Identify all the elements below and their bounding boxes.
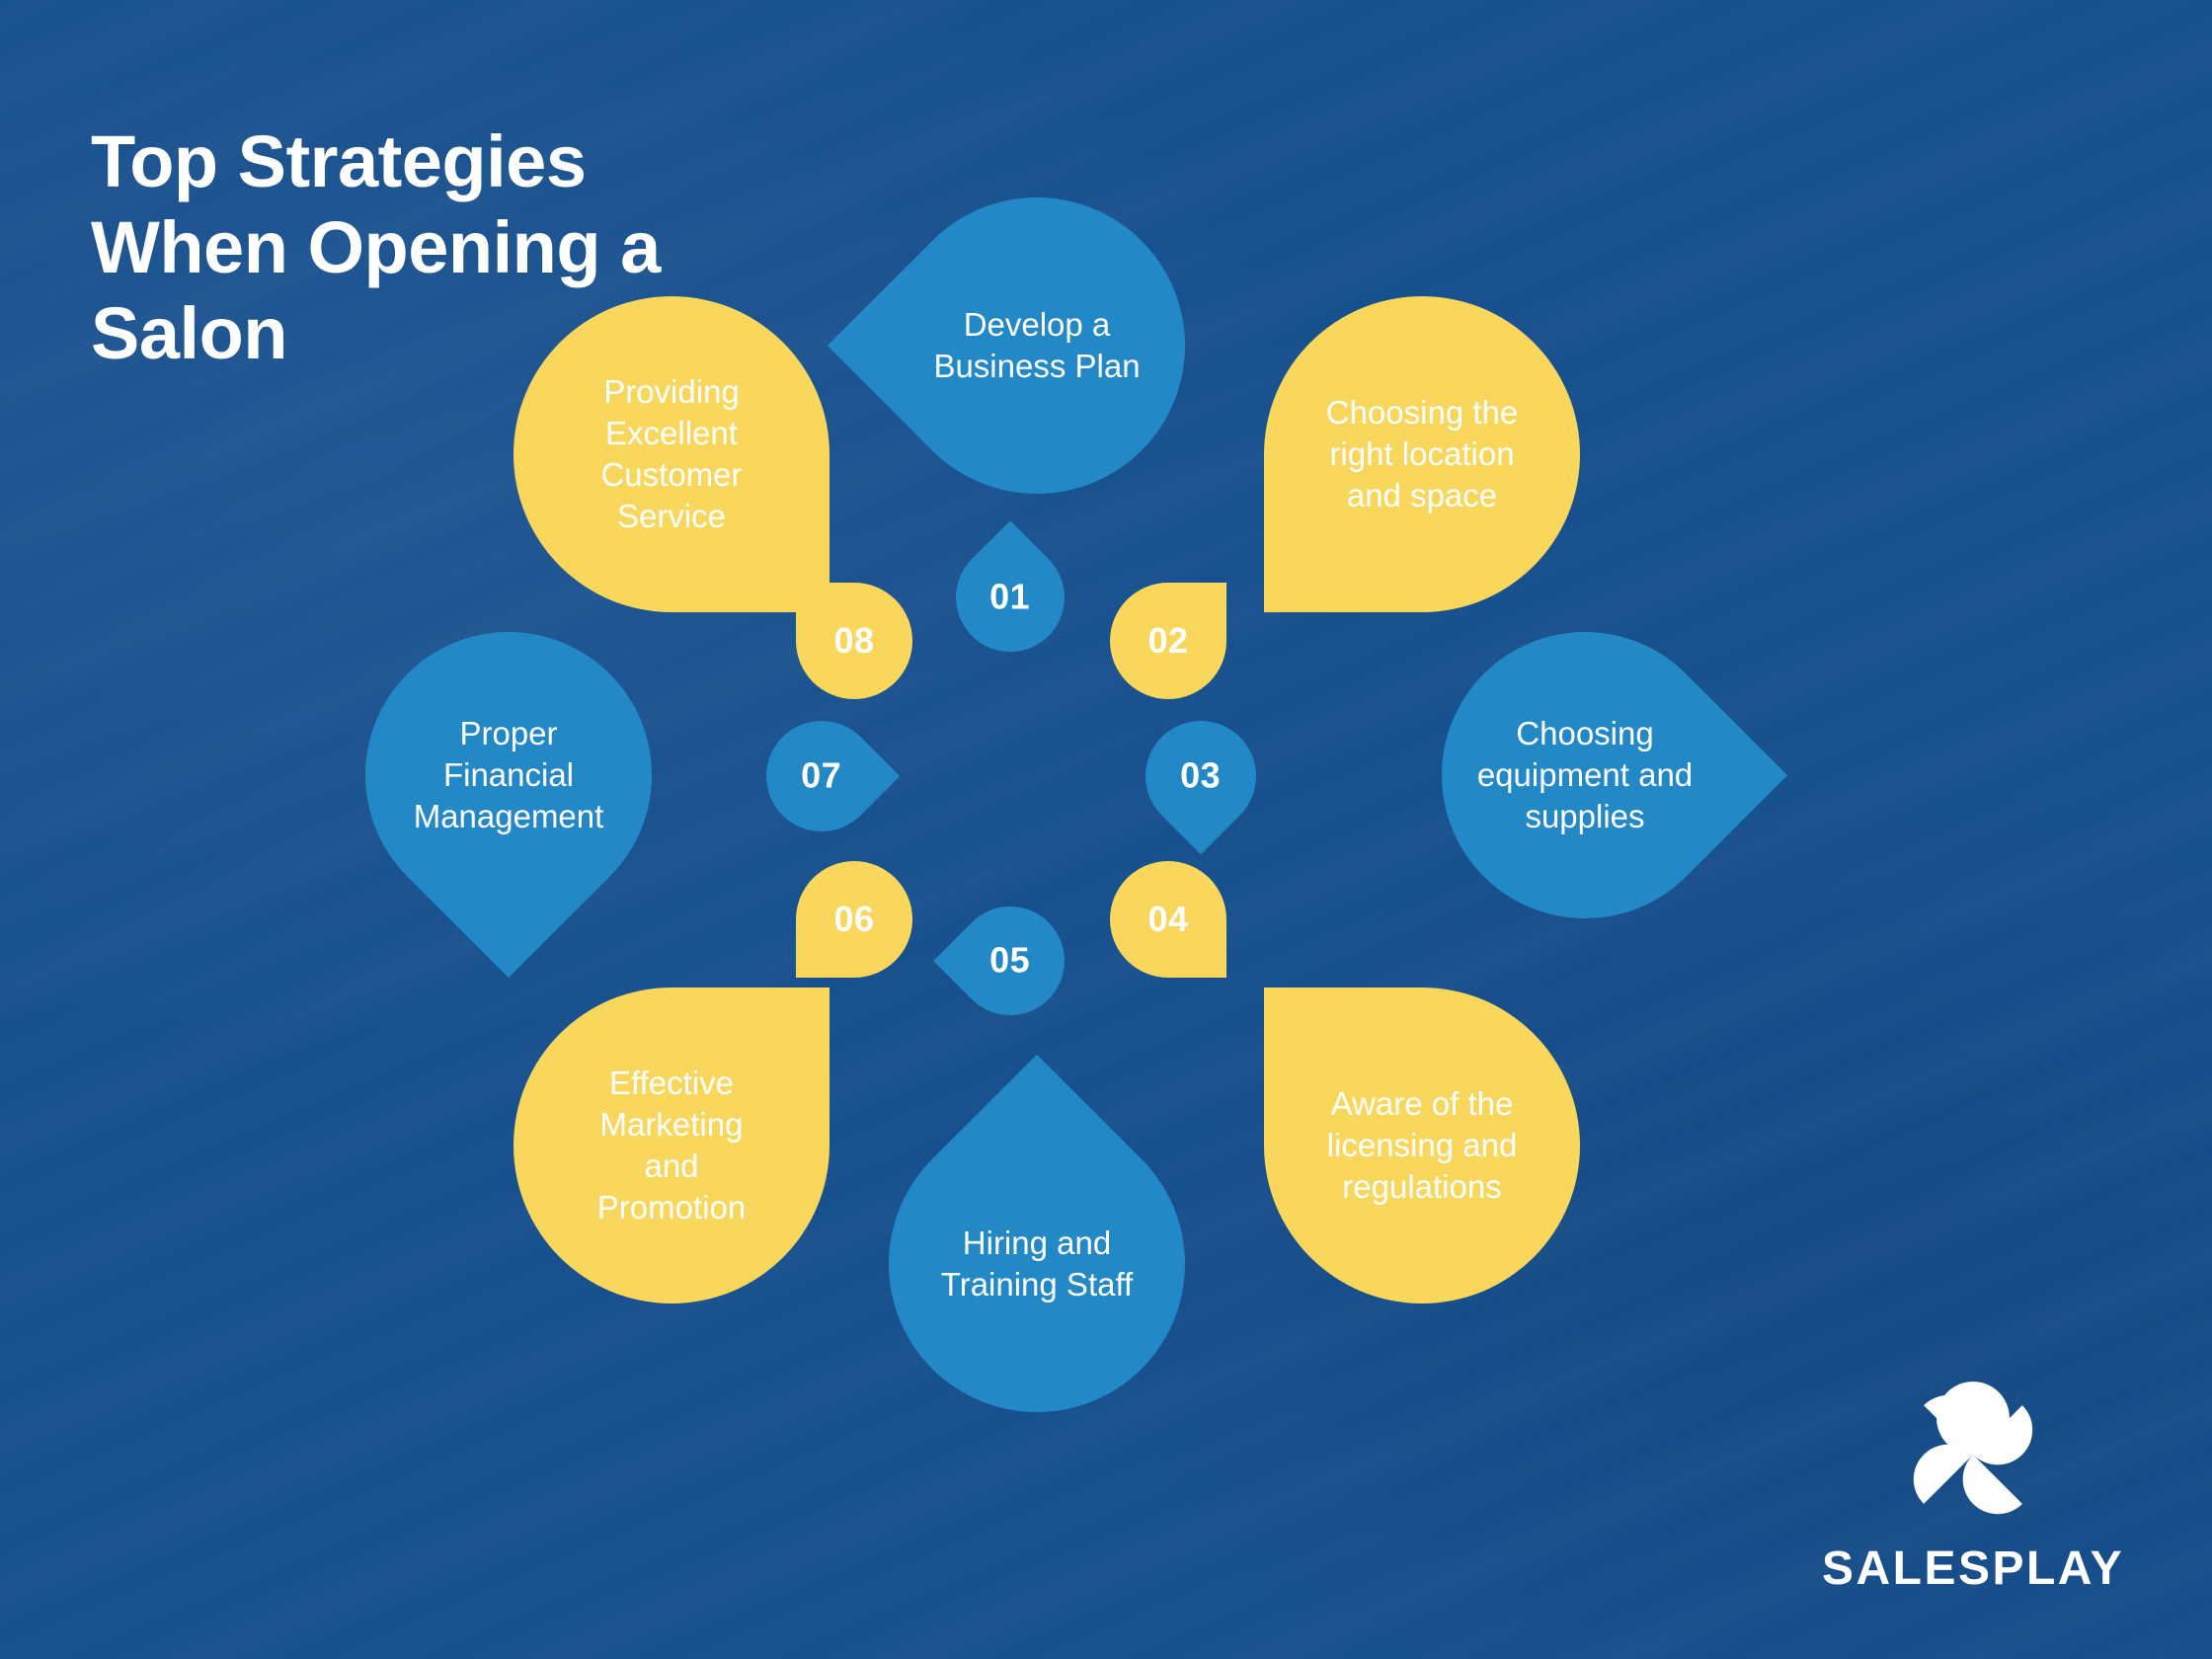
badge-07[interactable]: 07: [743, 697, 901, 855]
badge-06[interactable]: 06: [796, 861, 912, 978]
page-title: Top Strategies When Opening a Salon: [91, 119, 661, 375]
petal-03[interactable]: Choosing equipment and supplies: [1382, 572, 1788, 979]
petal-07[interactable]: Proper Financial Management: [305, 572, 712, 979]
petal-07-label: Proper Financial Management: [413, 714, 604, 835]
petal-05[interactable]: Hiring and Training Staff: [827, 1054, 1247, 1474]
petal-08-label: Providing Excellent Customer Service: [600, 372, 743, 535]
badge-08[interactable]: 08: [796, 583, 912, 699]
badge-06-number: 06: [833, 899, 875, 939]
petal-08[interactable]: Providing Excellent Customer Service: [514, 296, 830, 612]
brand-name: SALESPLAY: [1821, 1542, 2125, 1595]
petal-01-label: Develop a Business Plan: [933, 305, 1141, 384]
petal-05-label: Hiring and Training Staff: [940, 1224, 1134, 1303]
badge-04[interactable]: 04: [1110, 861, 1226, 978]
petal-01-label-wrap: Develop a Business Plan: [907, 215, 1167, 476]
badge-01[interactable]: 01: [933, 520, 1087, 674]
petal-04[interactable]: Aware of the licensing and regulations: [1264, 988, 1580, 1304]
badge-03-number: 03: [1180, 754, 1222, 796]
badge-04-number: 04: [1147, 899, 1189, 939]
badge-08-number: 08: [833, 620, 875, 661]
petal-03-label-wrap: Choosing equipment and supplies: [1460, 650, 1710, 901]
four-petal-flower-icon: [1913, 1382, 2033, 1515]
petal-02-label: Choosing the right location and space: [1325, 393, 1519, 514]
brand-logo[interactable]: SALESPLAY: [1821, 1372, 2125, 1596]
petal-06-label: Effective Marketing and Promotion: [596, 1064, 747, 1226]
badge-02[interactable]: 02: [1110, 583, 1226, 699]
petal-07-label-wrap: Proper Financial Management: [383, 650, 634, 901]
petal-04-label: Aware of the licensing and regulations: [1326, 1084, 1518, 1206]
badge-05-number: 05: [989, 939, 1031, 981]
badge-02-number: 02: [1147, 620, 1189, 661]
badge-03[interactable]: 03: [1122, 697, 1280, 855]
badge-05[interactable]: 05: [933, 884, 1087, 1038]
petal-05-label-wrap: Hiring and Training Staff: [907, 1134, 1167, 1394]
badge-01-number: 01: [989, 576, 1031, 617]
badge-07-number: 07: [801, 754, 842, 796]
petal-01[interactable]: Develop a Business Plan: [827, 135, 1247, 556]
petal-03-label: Choosing equipment and supplies: [1476, 714, 1694, 835]
petal-06[interactable]: Effective Marketing and Promotion: [514, 988, 830, 1304]
petal-diagram: Develop a Business Plan Choosing the rig…: [305, 135, 1896, 1600]
petal-02[interactable]: Choosing the right location and space: [1264, 296, 1580, 612]
